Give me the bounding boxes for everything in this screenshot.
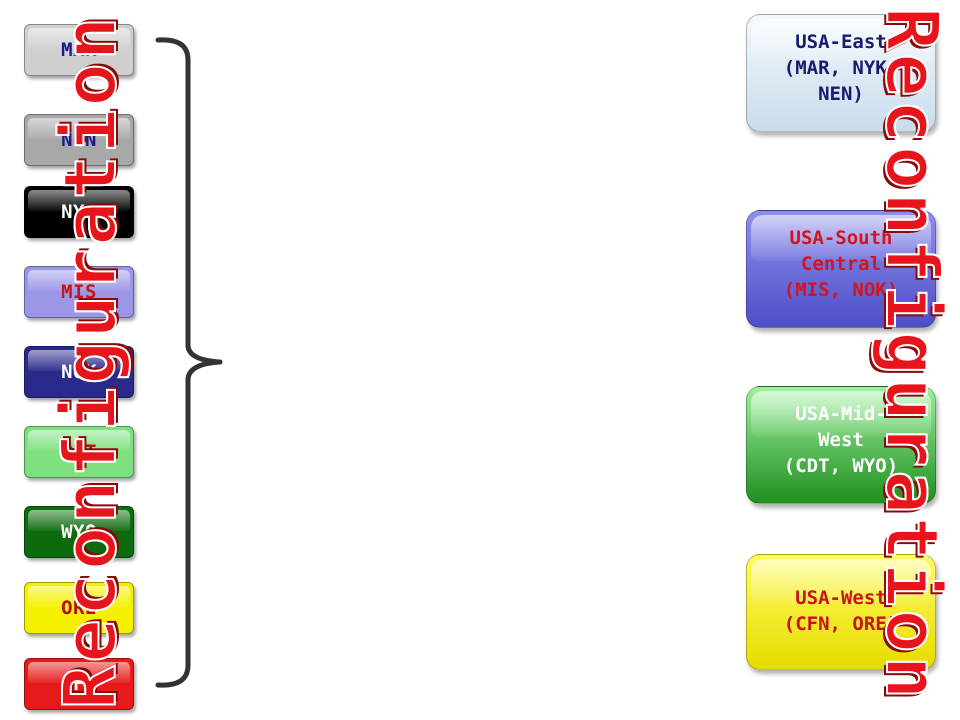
- region-label: ORE: [61, 597, 97, 619]
- reconfiguration-wordart-left: Reconfiguration: [47, 13, 133, 710]
- region-box-cfn: CFN: [24, 658, 134, 710]
- merged-region-line: Central: [800, 253, 882, 275]
- merged-region-line: West: [818, 429, 864, 451]
- region-box-mis: MIS: [24, 266, 134, 318]
- merged-region-usa-mid-west: USA-Mid- West (CDT, WYO): [746, 386, 936, 504]
- merged-region-usa-south-central: USA-South Central (MIS, NOK): [746, 210, 936, 328]
- reconfiguration-wordart-right: Reconfiguration: [869, 6, 955, 703]
- merged-region-line: (MAR, NYK,: [783, 57, 899, 79]
- region-label: CFN: [61, 673, 97, 695]
- region-label: NEN: [61, 129, 97, 151]
- region-label: NYK: [61, 201, 97, 223]
- region-box-mar: MAR: [24, 24, 134, 76]
- region-label: MAR: [61, 39, 97, 61]
- region-box-wyo: WYO: [24, 506, 134, 558]
- merged-region-usa-east: USA-East (MAR, NYK, NEN): [746, 14, 936, 132]
- region-label: NOK: [61, 361, 97, 383]
- merged-region-line: USA-West: [795, 587, 887, 609]
- region-box-cdt: CDT: [24, 426, 134, 478]
- merged-region-line: NEN): [818, 83, 864, 105]
- region-box-ore: ORE: [24, 582, 134, 634]
- region-box-nok: NOK: [24, 346, 134, 398]
- region-box-nen: NEN: [24, 114, 134, 166]
- merged-region-line: (CFN, ORE): [783, 613, 899, 635]
- merged-region-usa-west: USA-West (CFN, ORE): [746, 554, 936, 670]
- merged-region-line: (MIS, NOK): [783, 279, 899, 301]
- region-label: WYO: [61, 521, 97, 543]
- merged-region-line: (CDT, WYO): [783, 455, 899, 477]
- region-label: MIS: [61, 281, 97, 303]
- region-label: CDT: [61, 441, 97, 463]
- merged-region-line: USA-South: [789, 227, 893, 249]
- merged-region-line: USA-East: [795, 31, 887, 53]
- merged-region-line: USA-Mid-: [795, 403, 887, 425]
- bracket-shape: [155, 37, 223, 688]
- region-box-nyk: NYK: [24, 186, 134, 238]
